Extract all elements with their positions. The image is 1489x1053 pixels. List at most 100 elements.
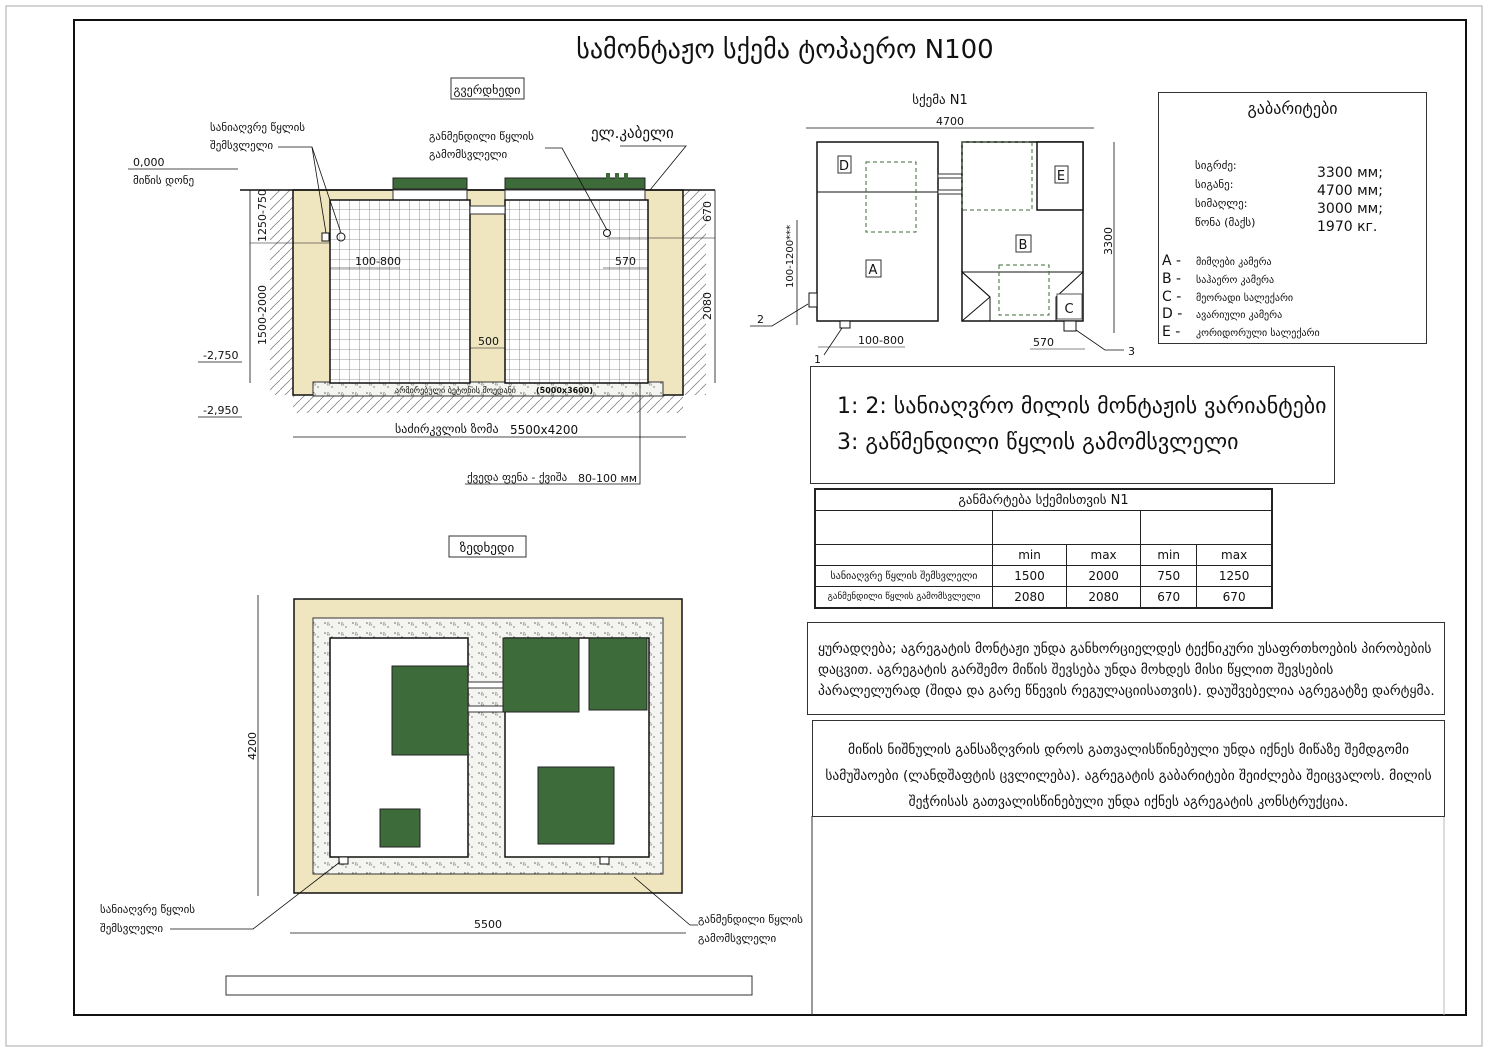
slab-size: (5000x3600) (536, 386, 593, 395)
legend-key: C - (1162, 289, 1182, 305)
dimensions-title: გაბარიტები (1247, 99, 1338, 118)
table-subheader: min (991, 544, 1068, 566)
label-box-a (865, 259, 882, 278)
concrete-slab (312, 381, 664, 397)
outlet-label-2: გამომსვლელი (429, 148, 508, 161)
empty-caption-box (225, 975, 753, 996)
connector (937, 173, 963, 179)
connector (937, 189, 963, 195)
legend-text: საჰაერო კამერა (1196, 275, 1275, 286)
outlet-label-1: განმენდილი წყლის (429, 130, 534, 143)
marker-3-leader (1075, 329, 1124, 351)
cone-line (961, 271, 991, 298)
chamber-label-c: C (1064, 302, 1073, 317)
dim-row-label: სიგრძე: (1195, 159, 1237, 172)
legend-text: ავარიული კამერა (1196, 310, 1283, 321)
dim-row-value: 3000 мм; (1317, 201, 1383, 217)
top-view: ზედხედი 4200 5500 სანიაღვრე წყლის შემსვლ… (100, 535, 803, 996)
soil-hatch-bottom (293, 395, 683, 413)
ground-level-value: 0,000 (133, 156, 165, 169)
table-subheader: min (1140, 544, 1198, 566)
dimensions-box: გაბარიტები სიგრძე: 3300 мм; სიგანე: 4700… (1158, 92, 1427, 344)
bottom-layer-label: ქვედა ფენა - ქვიშა (467, 471, 568, 484)
dim-3300: 3300 (1102, 227, 1115, 255)
pit-size-label: საძირკვლის ზომა (395, 422, 499, 436)
table-cell (814, 544, 993, 566)
inlet-pipe (321, 232, 330, 242)
scheme-title: სქემა N1 (912, 93, 968, 108)
dim-row-value: 3300 мм; (1317, 165, 1383, 181)
dim-670: 670 (701, 201, 714, 222)
legend-item-e: E -კორიდორული სალექარი (1162, 324, 1320, 340)
inlet-pipe-bottom (839, 320, 851, 329)
dim-1500-2000: 1500-2000 (256, 285, 269, 345)
table-cell (1140, 510, 1273, 545)
tank1-body (329, 199, 471, 384)
top-outlet-label-2: გამომსვლელი (698, 932, 777, 945)
hatch-cover (379, 808, 421, 848)
table-subheader: max (1196, 544, 1273, 566)
connector (467, 681, 506, 689)
row-label: სანიაღვრე წყლის შემსვლელი (814, 565, 993, 587)
table-value: 2080 (1066, 586, 1142, 609)
legend-item-c: C -მეორადი სალექარი (1162, 289, 1293, 305)
dim-1250-750: 1250-750 (256, 189, 269, 242)
dim-5500: 5500 (474, 918, 502, 931)
scheme-dim-100-800: 100-800 (858, 334, 904, 347)
table-value: 1500 (991, 565, 1068, 587)
dim-row-label: სიმაღლე: (1195, 197, 1248, 210)
label-box-b (1015, 234, 1032, 253)
table-subheader: max (1066, 544, 1142, 566)
top-inlet-label-2: შემსვლელი (100, 922, 163, 935)
label-box-e (1054, 165, 1069, 184)
chamber-label-a: A (869, 263, 878, 278)
vent-cap (624, 173, 628, 179)
table-value: 2000 (1066, 565, 1142, 587)
pit-size-value: 5500x4200 (510, 423, 578, 437)
dim-500: 500 (478, 335, 499, 348)
marker-1: 1 (814, 353, 821, 366)
hatch-cover (391, 665, 469, 756)
row-label: განმენდილი წყლის გამომსვლელი (814, 586, 993, 609)
outer-border (5, 5, 1483, 1047)
outlet-leader (545, 147, 608, 231)
cable-leader (620, 145, 687, 191)
table-value: 1250 (1196, 565, 1273, 587)
table-value: 670 (1140, 586, 1198, 609)
table-row: სანიაღვრე წყლის შემსვლელი 1500 2000 750 … (814, 565, 1273, 587)
hatch-outline (961, 141, 1033, 211)
top-view-label: ზედხედი (460, 541, 515, 556)
bottom-layer-value: 80-100 мм (578, 472, 637, 485)
dim-4200: 4200 (246, 732, 259, 760)
inlet-label-1: სანიაღვრე წყლის (210, 121, 305, 134)
label-box-d (837, 155, 852, 174)
soil-hatch-right (683, 190, 706, 395)
outlet-pipe (599, 856, 610, 865)
cable-label: ელ.კაბელი (591, 124, 674, 142)
side-view: გვერდხედი არმირებული ბეტონის მოედანი (50… (128, 77, 716, 485)
legend-key: E - (1162, 324, 1181, 340)
marker-2: 2 (757, 313, 764, 326)
legend-key: B - (1162, 271, 1182, 287)
vent-cap (606, 173, 610, 179)
dim-100-1200: 100-1200*** (785, 225, 796, 288)
tank2-lid (504, 177, 646, 190)
variants-box: 1: 2: სანიაღვრო მილის მონტაჟის ვარიანტებ… (810, 366, 1335, 484)
table-row: განმენდილი წყლის გამომსვლელი 2080 2080 6… (814, 586, 1273, 609)
marker-1-leader (823, 327, 843, 356)
inlet-pipe (808, 292, 818, 308)
dim-row-label: სიგანე: (1195, 178, 1234, 191)
table-value: 2080 (991, 586, 1068, 609)
legend-item-b: B - საჰაერო კამერა (1162, 271, 1274, 287)
outlet-pipe (1063, 320, 1077, 332)
top-outlet-label-1: განმენდილი წყლის (698, 913, 803, 926)
scheme-dim-570: 570 (1033, 336, 1054, 349)
tank2-body (504, 199, 649, 384)
legend-key: A - (1162, 253, 1182, 269)
explanation-table: განმარტება სქემისთვის N1 min max min max… (814, 488, 1273, 609)
legend-key: D - (1162, 306, 1183, 322)
warning-note: ყურადღება; აგრეგატის მონტაჟი უნდა განხორ… (807, 622, 1445, 715)
dim-570: 570 (615, 255, 636, 268)
variants-line-2: 3: გაწმენდილი წყლის გამომსვლელი (837, 430, 1239, 455)
